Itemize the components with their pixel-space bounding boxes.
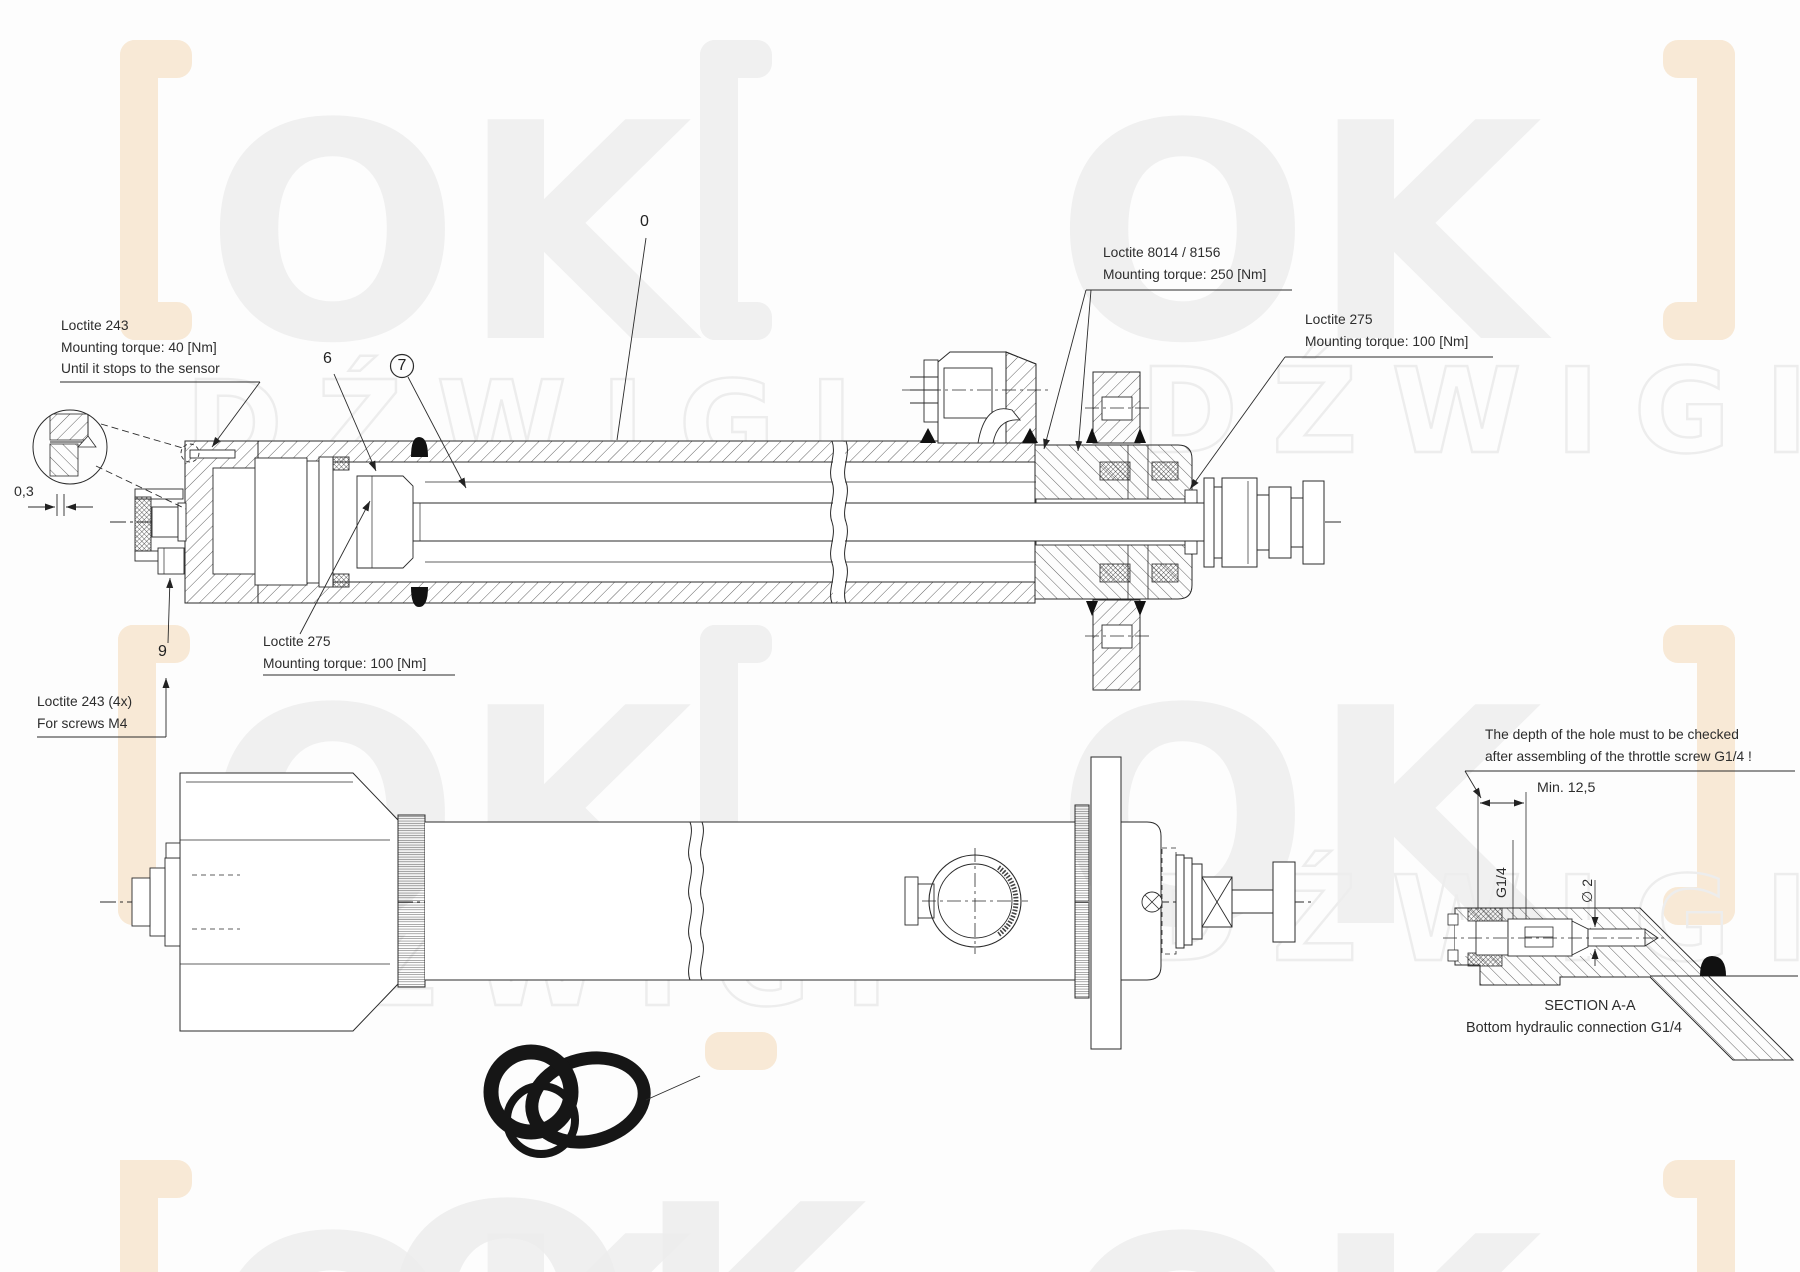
dim-thread-size: G1/4 xyxy=(1494,867,1510,898)
label-screws-m4: Loctite 243 (4x) For screws M4 xyxy=(37,694,133,731)
top-section-view xyxy=(110,351,1345,691)
throttle-screw-side xyxy=(1141,891,1163,913)
svg-text:DŹWIGI: DŹWIGI xyxy=(1140,342,1800,480)
knurled-disc xyxy=(1074,804,1090,999)
label-head-thread: Loctite 8014 / 8156 Mounting torque: 250… xyxy=(1103,245,1267,282)
svg-text:OK: OK xyxy=(1055,60,1554,409)
seal-kit xyxy=(483,1044,701,1158)
svg-text:OK: OK xyxy=(205,1174,704,1272)
weld-mark xyxy=(411,587,428,607)
chamfer-detail-circle xyxy=(28,409,200,516)
break-line-bottom-view xyxy=(688,821,704,981)
svg-text:OK: OK xyxy=(1055,1174,1554,1272)
callout-6: 6 xyxy=(323,350,332,367)
dim-chamfer: 0,3 xyxy=(14,484,34,500)
label-sensor-lock: Loctite 243 Mounting torque: 40 [Nm] Unt… xyxy=(61,318,220,377)
dim-min-depth: Min. 12,5 xyxy=(1537,780,1596,796)
break-line-top-view xyxy=(830,440,848,604)
callout-9: 9 xyxy=(158,643,167,660)
fill-port xyxy=(904,848,1028,954)
sensor-connector xyxy=(134,488,187,575)
svg-text:OK: OK xyxy=(380,1142,879,1272)
piston-rod xyxy=(412,502,1209,542)
section-aa-detail xyxy=(1443,770,1798,1061)
end-cap-internals xyxy=(189,449,414,588)
valve-block xyxy=(902,351,1050,444)
m4-screw xyxy=(157,547,185,575)
flange-plate xyxy=(1090,756,1122,1050)
dim-orifice-dia: ∅ 2 xyxy=(1580,878,1596,903)
section-subtitle: Bottom hydraulic connection G1/4 xyxy=(1466,1020,1682,1036)
callout-0: 0 xyxy=(640,213,649,230)
knurled-ring xyxy=(397,814,426,988)
label-depth-note: The depth of the hole must to be checked… xyxy=(1485,727,1752,764)
rod-end xyxy=(1203,477,1325,568)
svg-text:OK: OK xyxy=(205,60,704,409)
leader-lines xyxy=(37,237,1493,738)
label-rod-end-thread: Loctite 275 Mounting torque: 100 [Nm] xyxy=(1305,312,1469,349)
callout-7: 7 xyxy=(397,357,407,374)
mounting-flange-top-view xyxy=(1085,371,1150,691)
label-piston-thread: Loctite 275 Mounting torque: 100 [Nm] xyxy=(263,634,427,671)
section-title: SECTION A-A xyxy=(1544,998,1636,1014)
bottom-side-view xyxy=(100,756,1312,1050)
weld-mark xyxy=(411,437,428,457)
